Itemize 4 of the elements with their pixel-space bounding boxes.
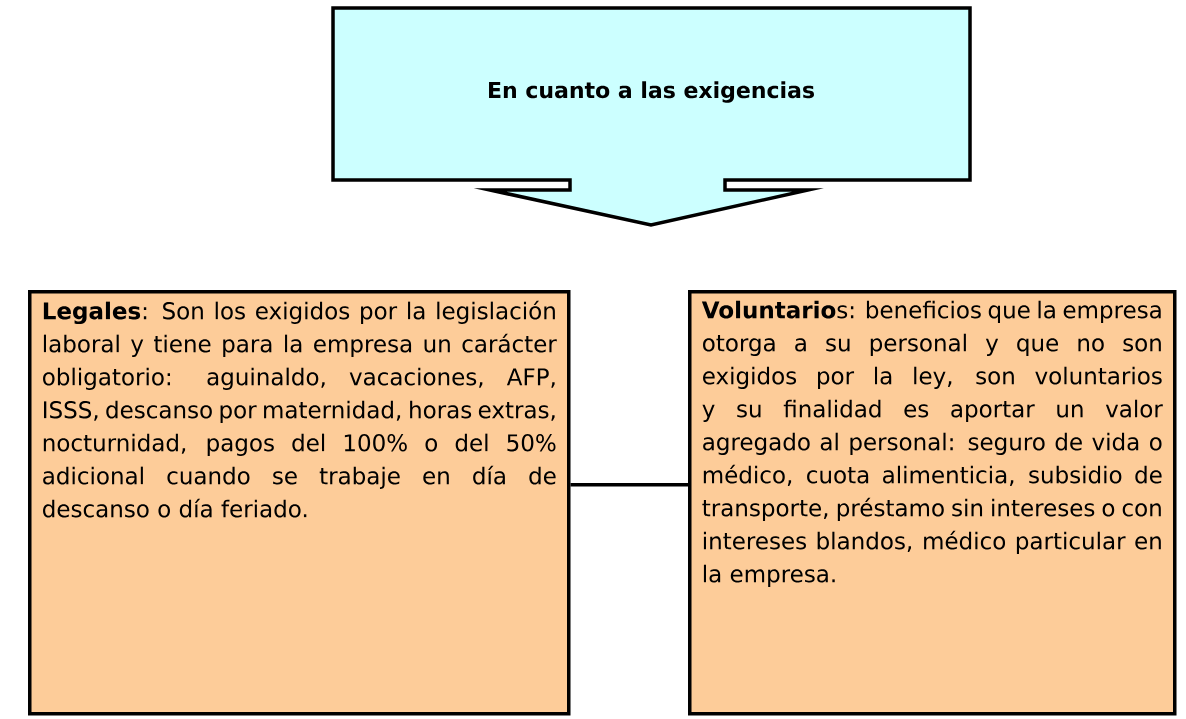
callout-arrow-box: En cuanto a las exigencias [331,6,972,227]
connector-line [570,483,688,487]
text-box: Legales: Son los exigidos por la legislación laboral y tiene para la empresa un carácter obligatorio: aguinaldo, vacaciones, AFP, ISSS, descanso por maternidad, horas extras, nocturnidad, pagos del 100% o del 50% adicional cuando se trabaje en día de descanso o día feriado. [28,290,571,716]
text-box: Voluntarios: beneficios que la empresa otorga a su personal y que no son exigidos por la ley, son voluntarios y su finalidad es aportar un valor agregado al personal: seguro de vida o médico, cuota alimenticia, subsidio de transporte, préstamo sin intereses o con intereses blandos, médico particular en la empresa. [688,290,1177,716]
